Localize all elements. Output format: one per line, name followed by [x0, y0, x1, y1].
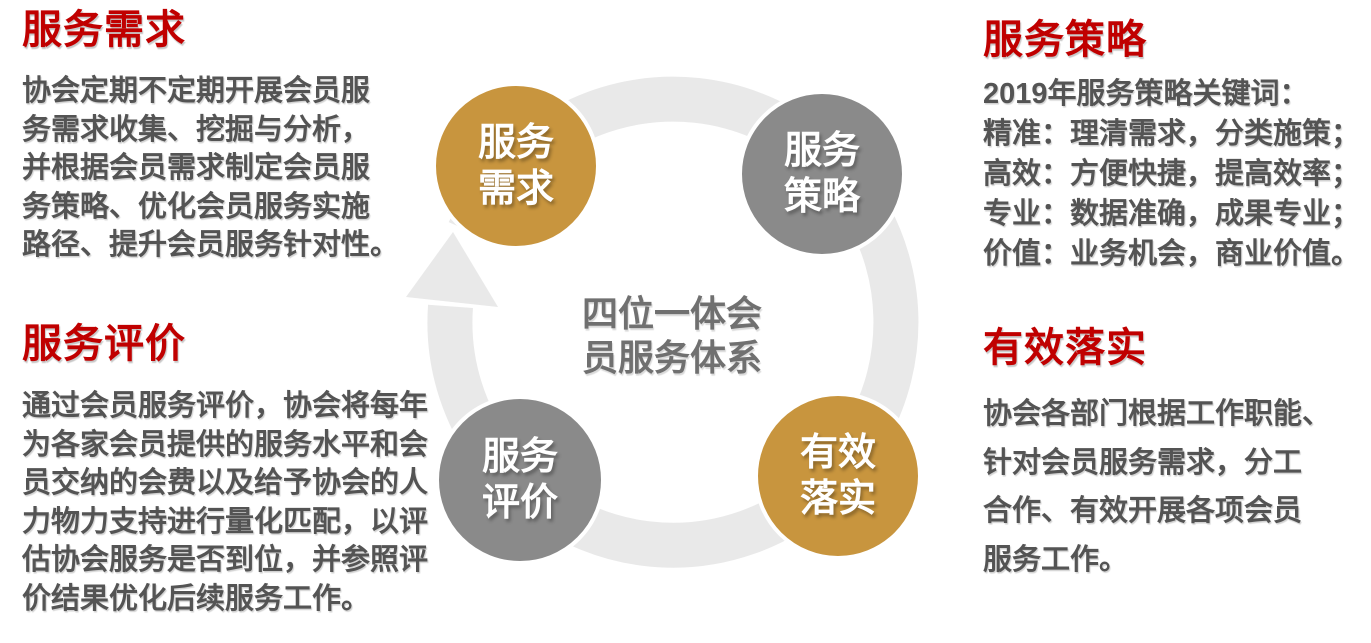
cycle-arrow-icon — [406, 232, 498, 307]
text-line: 并根据会员需求制定会员服 — [22, 152, 371, 184]
diagram-center-title: 四位一体会 员服务体系 — [522, 292, 822, 380]
text-line: 协会定期不定期开展会员服 — [22, 75, 371, 107]
circle-effective-implementation — [754, 392, 922, 560]
section-service-needs: 服务需求 协会定期不定期开展会员服务需求收集、挖掘与分析， 并根据会员需求制定会员… — [22, 6, 442, 265]
circle-label-line: 服务 — [481, 436, 558, 478]
text-line: 力物力支持进行量化匹配，以评 — [22, 505, 429, 538]
text-line: 价结果优化后续服务工作。 — [22, 582, 371, 615]
section-title-service-needs: 服务需求 — [22, 8, 186, 52]
text-line: 服务工作。 — [983, 543, 1129, 576]
text-line: 路径、提升会员服务针对性。 — [22, 229, 400, 261]
text-line: 通过会员服务评价，协会将每年 — [22, 390, 429, 422]
text-line: 合作、有效开展各项会员 — [983, 495, 1303, 527]
center-title-line: 四位一体会 — [581, 293, 762, 334]
text-line: 高效：方便快捷，提高效率； — [983, 158, 1361, 190]
circle-label-line: 评价 — [481, 482, 558, 524]
section-body-service-needs: 协会定期不定期开展会员服务需求收集、挖掘与分析， 并根据会员需求制定会员服务策略、… — [22, 72, 442, 265]
circle-service-evaluation — [435, 395, 605, 565]
section-effective-implementation: 有效落实 协会各部门根据工作职能、针对会员服务需求，分工合作、有效开展各项会员服… — [983, 324, 1368, 584]
section-service-strategy: 服务策略 2019年服务策略关键词： 精准：理清需求，分类施策； 高效：方便快捷，提… — [983, 16, 1368, 274]
text-line: 专业：数据准确，成果专业； — [983, 198, 1361, 230]
text-line: 2019年服务策略关键词： — [983, 78, 1309, 110]
text-line: 为各家会员提供的服务水平和会 — [22, 428, 429, 461]
section-body-effective-implementation: 协会各部门根据工作职能、针对会员服务需求，分工合作、有效开展各项会员服务工作。 — [983, 390, 1368, 584]
section-service-evaluation: 服务评价 通过会员服务评价，协会将每年为各家会员提供的服务水平和会员交纳的会费以… — [22, 320, 452, 618]
circle-label-effective-implementation: 有效 落实 — [756, 430, 920, 522]
circle-label-line: 需求 — [477, 168, 554, 210]
section-body-service-strategy: 2019年服务策略关键词： 精准：理清需求，分类施策； 高效：方便快捷，提高效率； 专… — [983, 74, 1368, 274]
text-line: 务需求收集、挖掘与分析， — [22, 113, 371, 146]
section-body-service-evaluation: 通过会员服务评价，协会将每年为各家会员提供的服务水平和会员交纳的会费以及给予协会… — [22, 387, 452, 618]
circle-label-line: 服务 — [477, 122, 554, 164]
section-title-service-evaluation: 服务评价 — [22, 322, 186, 366]
circle-label-line: 服务 — [783, 130, 860, 172]
circle-service-needs — [432, 82, 600, 250]
cycle-diagram — [406, 76, 922, 568]
text-line: 协会各部门根据工作职能、 — [983, 398, 1332, 430]
circle-label-line: 有效 — [799, 432, 876, 474]
text-line: 针对会员服务需求，分工 — [983, 446, 1303, 479]
text-line: 精准：理清需求，分类施策； — [983, 118, 1361, 150]
circle-label-line: 落实 — [799, 478, 876, 520]
circle-label-service-evaluation: 服务 评价 — [438, 434, 602, 526]
circle-label-line: 策略 — [783, 176, 860, 218]
text-line: 价值：业务机会，商业价值。 — [983, 238, 1361, 270]
center-title-line: 员服务体系 — [581, 337, 762, 378]
circle-label-service-needs: 服务 需求 — [434, 120, 598, 212]
text-line: 务策略、优化会员服务实施 — [22, 190, 371, 223]
circle-service-strategy — [738, 90, 906, 258]
text-line: 员交纳的会费以及给予协会的人 — [22, 467, 429, 499]
text-line: 估协会服务是否到位，并参照评 — [22, 544, 429, 576]
circle-label-service-strategy: 服务 策略 — [740, 128, 904, 220]
section-title-effective-implementation: 有效落实 — [983, 326, 1147, 370]
section-title-service-strategy: 服务策略 — [983, 18, 1147, 62]
